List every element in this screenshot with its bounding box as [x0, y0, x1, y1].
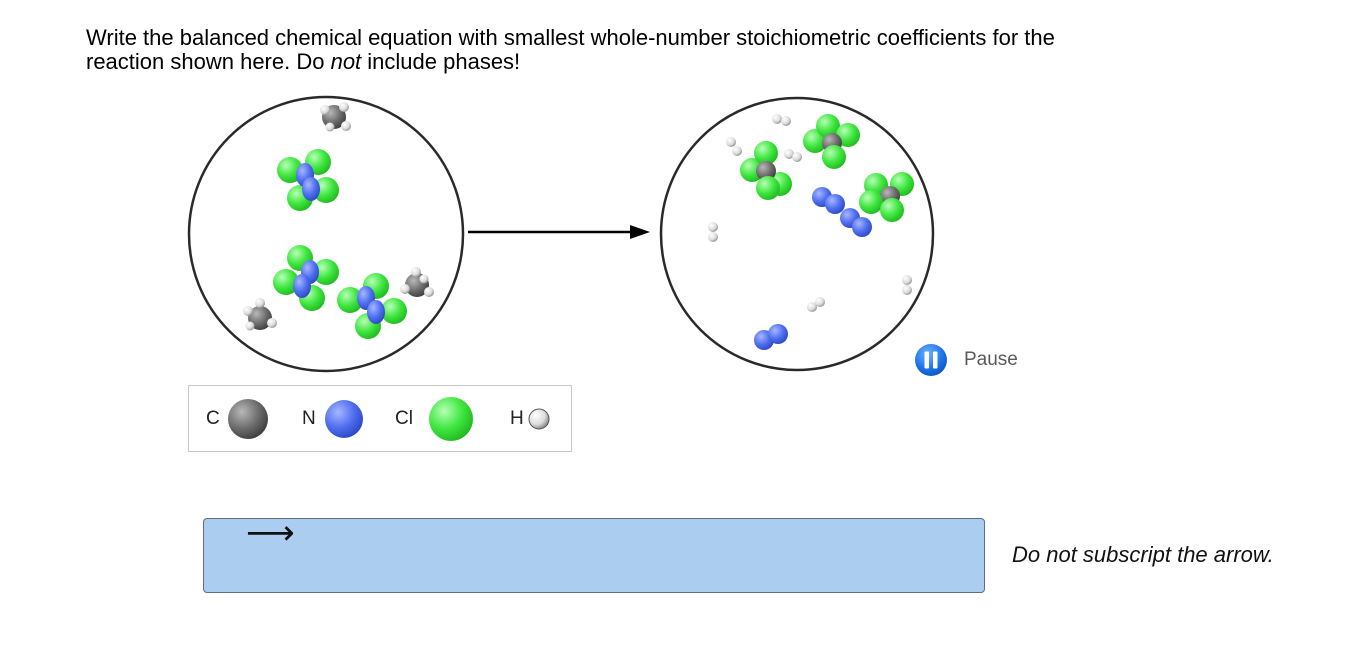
- question-line-2: reaction shown here. Do not include phas…: [86, 50, 1236, 74]
- pause-button[interactable]: Pause: [914, 343, 1018, 377]
- legend-item-chlorine: Cl: [395, 396, 475, 442]
- reactant-molecule: [337, 273, 407, 339]
- product-molecule: [807, 297, 825, 312]
- product-molecule: [740, 141, 792, 200]
- question-text: Write the balanced chemical equation wit…: [86, 26, 1236, 74]
- reactants-container: [187, 95, 465, 373]
- product-molecule: [754, 324, 788, 350]
- products-container: [659, 96, 935, 372]
- arrow-hint-text: Do not subscript the arrow.: [1012, 542, 1274, 567]
- legend-label-hydrogen: H: [510, 408, 524, 429]
- product-molecule: [784, 149, 802, 162]
- question-line-1: Write the balanced chemical equation wit…: [86, 25, 1055, 50]
- question-line-2-prefix: reaction shown here. Do: [86, 49, 331, 74]
- question-emphasis: not: [330, 49, 362, 74]
- reaction-animation: [187, 95, 935, 373]
- question-line-2-suffix: include phases!: [361, 49, 521, 74]
- product-molecule: [803, 114, 860, 169]
- product-molecule: [772, 114, 791, 126]
- legend-label-nitrogen: N: [302, 408, 316, 429]
- equation-answer-input[interactable]: ⟶: [203, 513, 985, 593]
- pause-label: Pause: [964, 349, 1018, 370]
- product-molecule: [859, 172, 914, 222]
- legend-item-hydrogen: H: [510, 396, 551, 442]
- reaction-arrow-icon: ⟶: [246, 513, 295, 553]
- reactant-molecule: [277, 149, 339, 211]
- reactant-molecule: [320, 102, 351, 132]
- product-molecule: [708, 222, 718, 242]
- hydrogen-ball-icon: [528, 408, 550, 430]
- product-molecule: [812, 187, 845, 214]
- carbon-ball-icon: [227, 399, 268, 439]
- legend-item-carbon: C: [206, 396, 270, 442]
- product-molecule: [840, 208, 872, 237]
- reaction-arrow: [468, 225, 650, 239]
- reactant-molecule: [243, 298, 277, 331]
- product-molecule: [726, 137, 742, 156]
- chlorine-ball-icon: [428, 397, 473, 441]
- element-legend: C N Cl H: [188, 385, 572, 452]
- reactant-molecule: [273, 245, 339, 311]
- legend-label-carbon: C: [206, 408, 220, 429]
- legend-item-nitrogen: N: [302, 396, 365, 442]
- nitrogen-ball-icon: [324, 400, 363, 438]
- pause-icon: [915, 344, 947, 376]
- legend-label-chlorine: Cl: [395, 408, 413, 429]
- product-molecule: [902, 275, 912, 295]
- reactant-molecule: [400, 267, 434, 297]
